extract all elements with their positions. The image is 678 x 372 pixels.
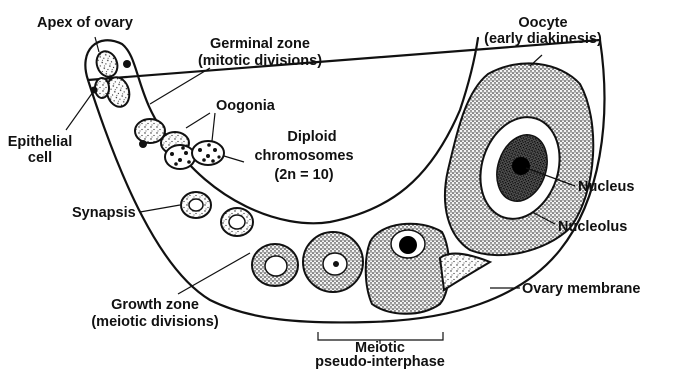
label-diploid: Diploid	[287, 129, 336, 145]
pseudo-interphase-cell	[366, 224, 450, 314]
label-growth-zone-sub: (meiotic divisions)	[91, 314, 218, 330]
label-ovary-membrane: Ovary membrane	[522, 281, 640, 297]
label-synapsis: Synapsis	[72, 205, 136, 221]
label-chromosomes: chromosomes	[254, 148, 353, 164]
label-epithelial-cell: cell	[28, 150, 52, 166]
label-nucleolus: Nucleolus	[558, 219, 627, 235]
label-growth-zone: Growth zone	[111, 297, 199, 313]
label-pseudo-interphase: pseudo-interphase	[315, 354, 445, 370]
label-apex: Apex of ovary	[37, 15, 133, 31]
label-oogonia: Oogonia	[216, 98, 276, 114]
label-oocyte: Oocyte	[518, 15, 567, 31]
label-epithelial: Epithelial	[8, 134, 72, 150]
label-germinal-zone-sub: (mitotic divisions)	[198, 53, 322, 69]
oogonia-cells	[135, 119, 224, 169]
label-germinal-zone: Germinal zone	[210, 36, 310, 52]
label-oocyte-sub: (early diakinesis)	[484, 31, 602, 47]
label-nucleus: Nucleus	[578, 179, 634, 195]
label-2n: (2n = 10)	[274, 167, 333, 183]
